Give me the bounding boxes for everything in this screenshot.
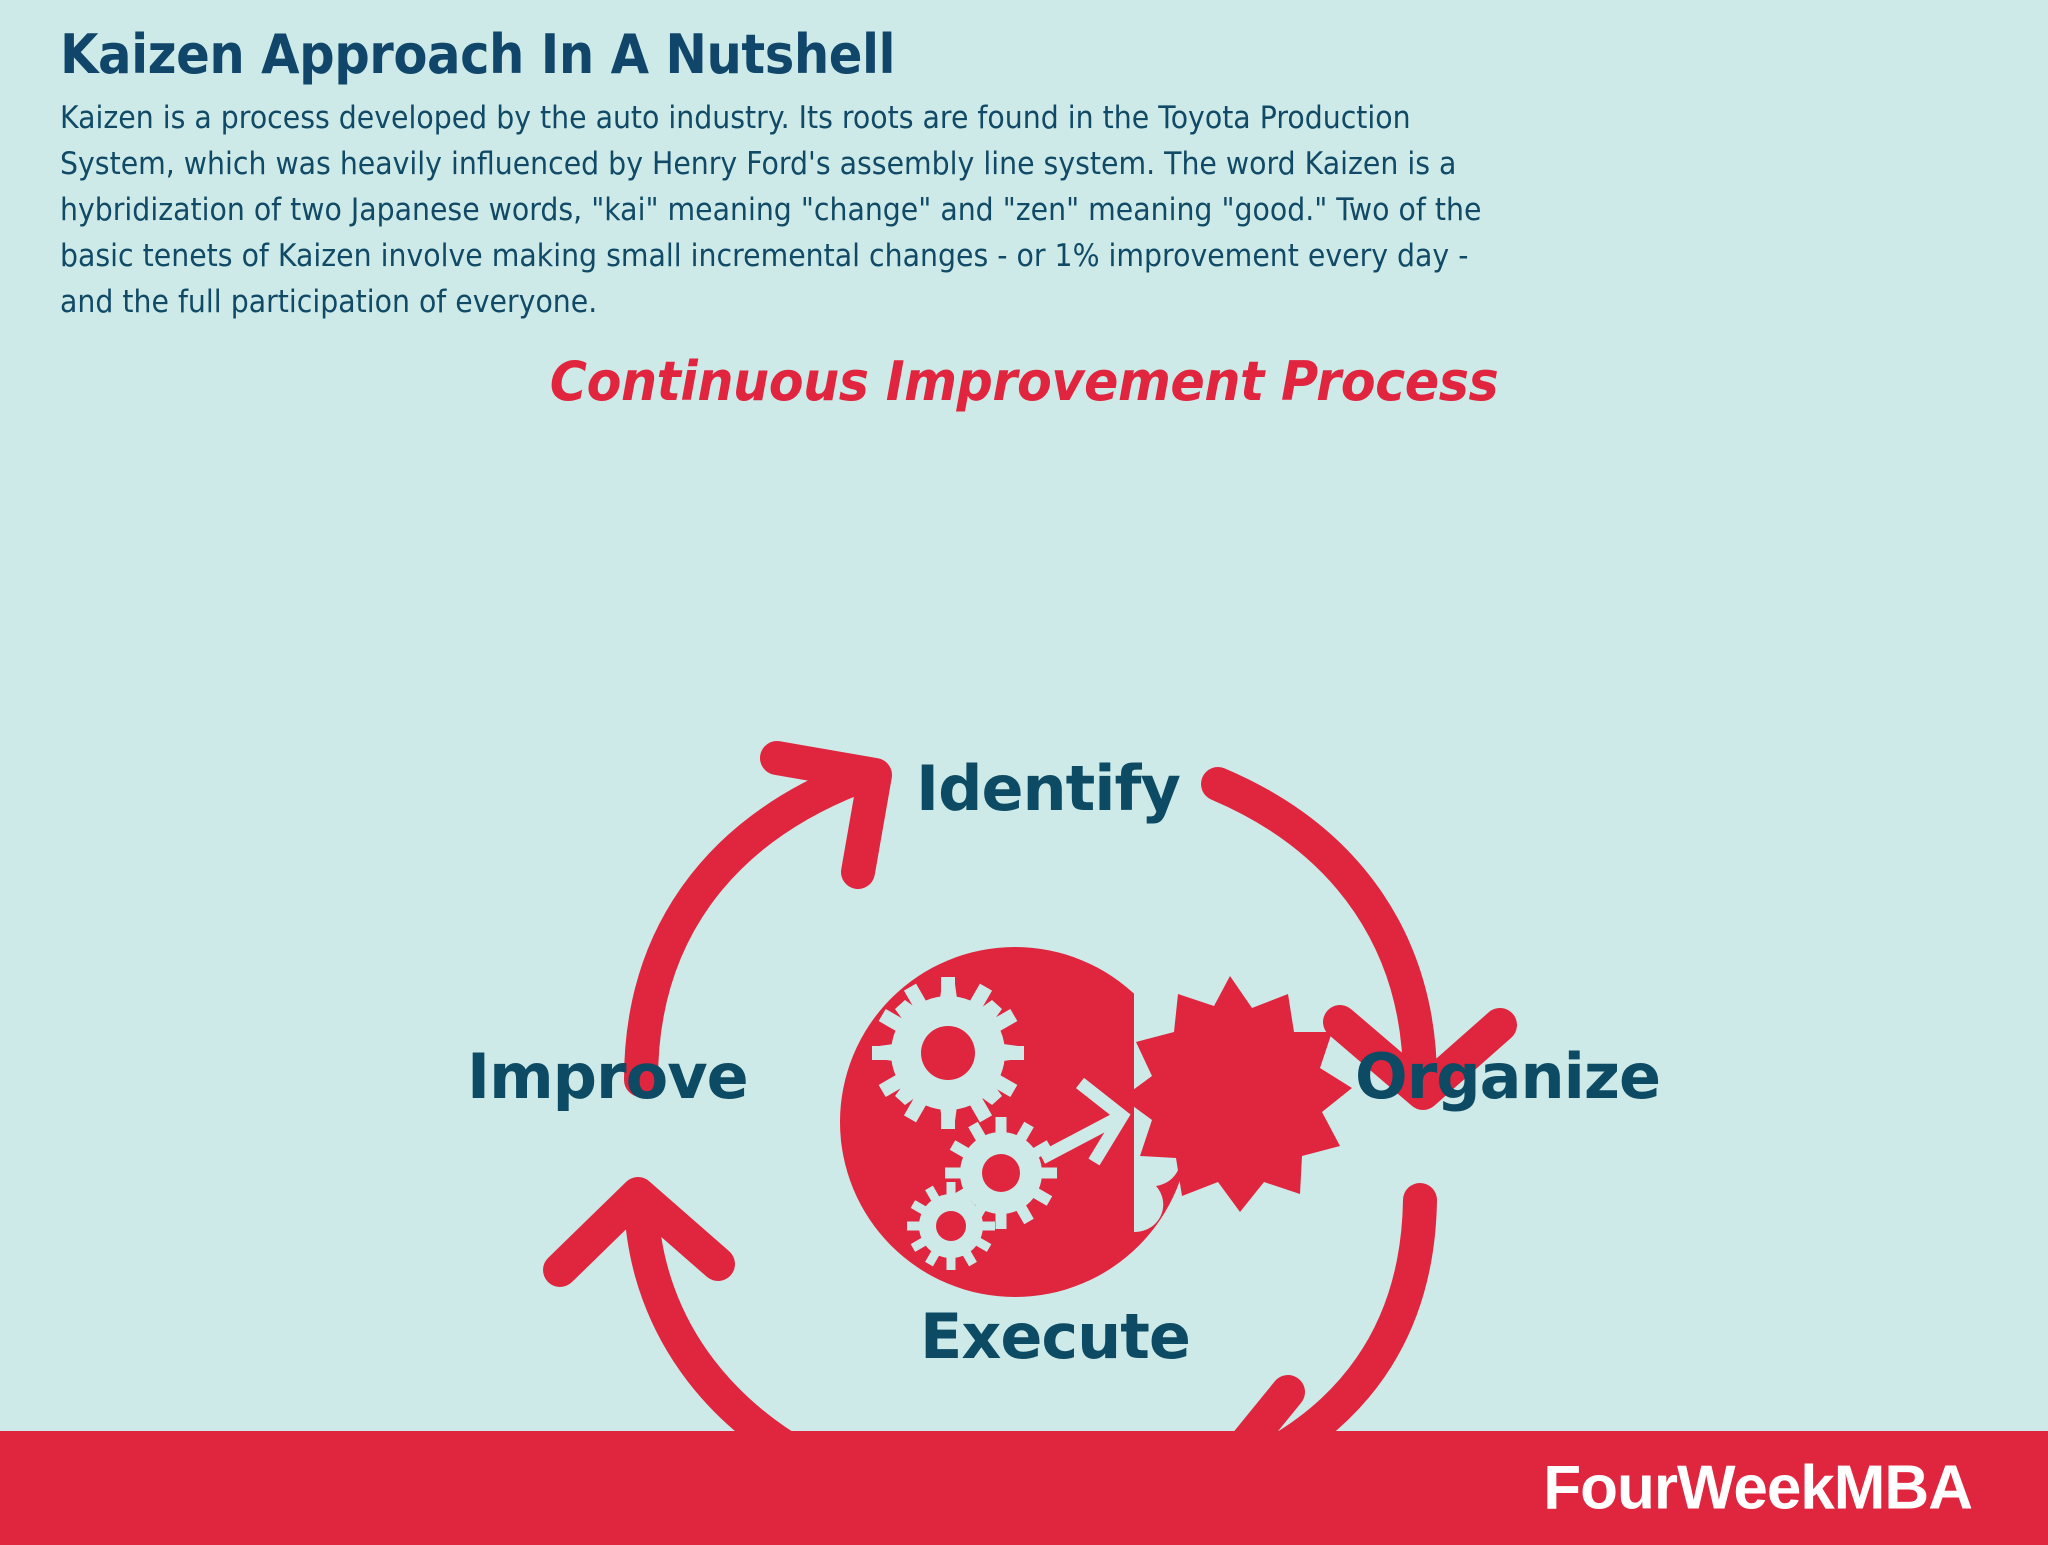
gear-medium-icon bbox=[945, 1117, 1057, 1229]
cycle-node-identify[interactable]: Identify bbox=[916, 752, 1181, 825]
progress-arrow-icon bbox=[1038, 1077, 1131, 1166]
cycle-node-organize[interactable]: Organize bbox=[1355, 1040, 1661, 1113]
diagram-heading: Continuous Improvement Process bbox=[549, 350, 1499, 413]
arrow-improve-to-identify bbox=[624, 741, 892, 1097]
cycle-node-execute[interactable]: Execute bbox=[920, 1300, 1191, 1373]
footer-banner: FourWeekMBA bbox=[0, 1431, 2048, 1545]
gears-burst-icon bbox=[840, 947, 1352, 1297]
arrow-identify-to-organize bbox=[1201, 767, 1517, 1110]
brand-logo: FourWeekMBA bbox=[1543, 1453, 1973, 1523]
cycle-node-improve[interactable]: Improve bbox=[467, 1040, 749, 1113]
header: Kaizen Approach In A Nutshell Kaizen is … bbox=[60, 23, 1960, 326]
gear-small-icon bbox=[907, 1182, 995, 1270]
gear-large-icon bbox=[872, 977, 1024, 1129]
continuous-improvement-cycle-diagram: Continuous Improvement Process bbox=[0, 350, 2048, 1545]
page-title: Kaizen Approach In A Nutshell bbox=[60, 23, 896, 86]
page-description: Kaizen is a process developed by the aut… bbox=[60, 100, 1482, 320]
burst-shape bbox=[1122, 976, 1352, 1212]
